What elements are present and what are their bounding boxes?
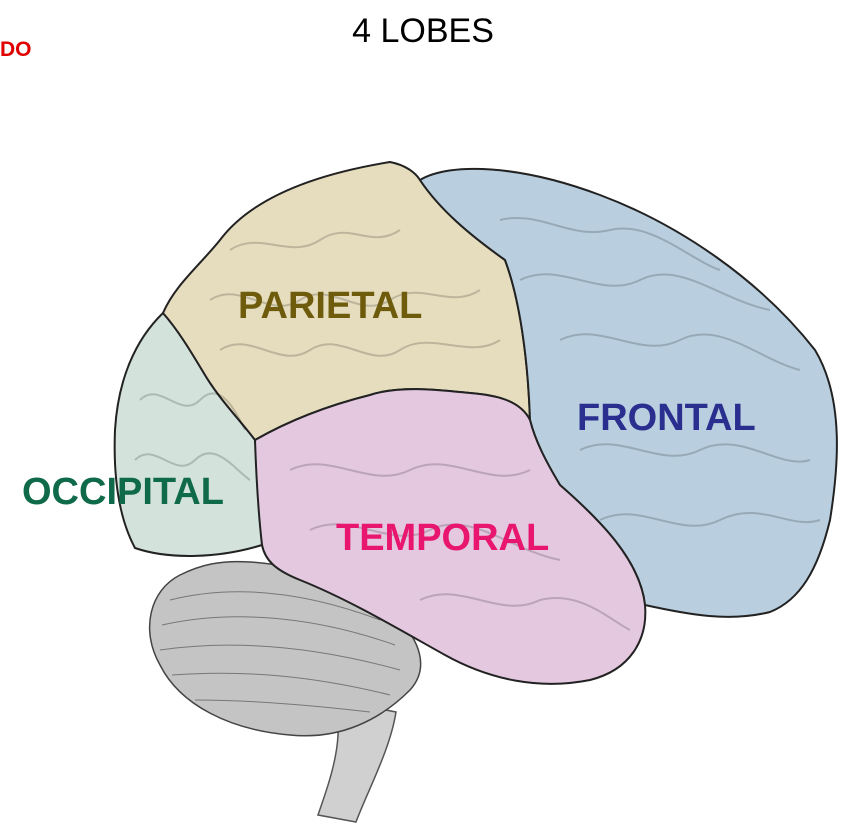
- label-occipital: OCCIPITAL: [22, 471, 224, 513]
- label-parietal: PARIETAL: [238, 285, 422, 327]
- label-temporal: TEMPORAL: [336, 517, 549, 559]
- label-frontal: FRONTAL: [577, 397, 756, 439]
